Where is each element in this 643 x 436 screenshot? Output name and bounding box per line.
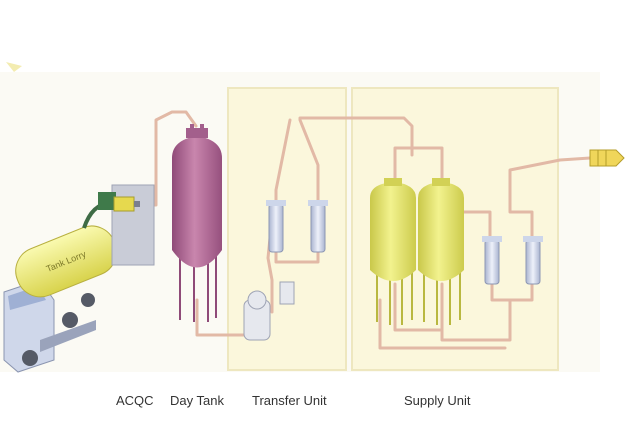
day-tank-label: Day Tank [170, 393, 224, 408]
day-tank-icon [172, 124, 222, 322]
transfer-unit-label: Transfer Unit [252, 393, 327, 408]
piping [136, 110, 592, 350]
filter-icon [482, 236, 543, 285]
acqc-label: ACQC [116, 393, 154, 408]
pump-icon [243, 281, 295, 341]
speck-mark [6, 62, 22, 72]
filter-icon [266, 200, 328, 253]
supply-unit-label: Supply Unit [404, 393, 471, 408]
tank-lorry-icon: Tank Lorry [3, 225, 117, 373]
acqc-coupler-icon [98, 184, 155, 266]
supply-tank-icon [370, 178, 464, 325]
outlet-nozzle-icon [589, 149, 625, 167]
